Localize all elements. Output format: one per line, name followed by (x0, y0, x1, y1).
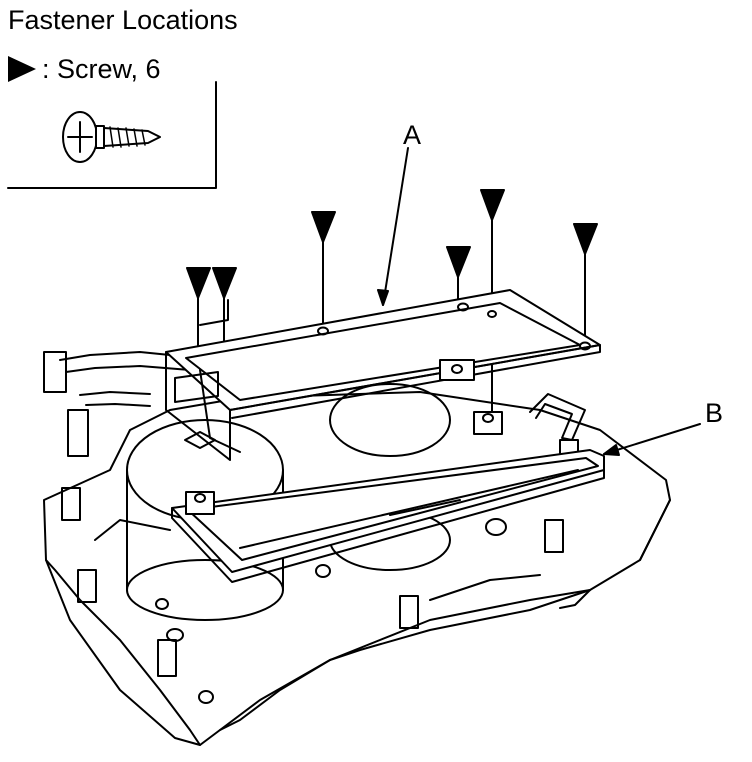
leader-line-a (382, 147, 409, 306)
console-housing (43, 383, 671, 746)
page-title: Fastener Locations (8, 5, 238, 35)
arrow-head-a (377, 289, 389, 306)
leader-line-b (603, 423, 701, 455)
bracket-a (165, 289, 601, 461)
callout-label-a: A (403, 120, 422, 150)
legend-key: : Screw, 6 (6, 52, 161, 86)
bracket-b (171, 393, 605, 583)
screw-marker-3 (311, 211, 336, 326)
callout-label-b: B (705, 398, 724, 428)
legend-box (7, 81, 217, 189)
wire-harness (43, 351, 201, 457)
legend-label: : Screw, 6 (42, 53, 161, 84)
screw-marker-6 (573, 223, 598, 341)
arrow-head-b (603, 444, 620, 456)
screw-icon (62, 111, 161, 163)
triangle-pointer-icon (8, 56, 36, 82)
